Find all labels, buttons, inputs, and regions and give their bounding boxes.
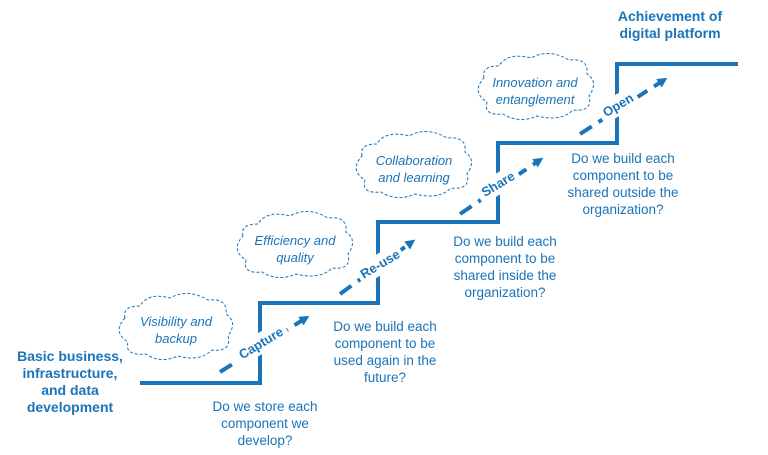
question-share: Do we build each component to be shared …	[430, 233, 580, 301]
cloud-visibility	[118, 293, 233, 360]
cloud-efficiency	[236, 211, 353, 278]
cloud-text-efficiency: Efficiency and quality	[246, 232, 344, 266]
cloud-text-collaboration: Collaboration and learning	[365, 152, 463, 186]
cloud-text-visibility: Visibility and backup	[128, 313, 224, 347]
goal-label-text: Achievement of digital platform	[617, 8, 723, 41]
cloud-label-visibility: Visibility and backup	[139, 314, 213, 346]
cloud-innovation	[477, 53, 594, 120]
question-reuse: Do we build each component to be used ag…	[310, 318, 460, 386]
question-open-text: Do we build each component to be shared …	[567, 151, 679, 217]
question-open: Do we build each component to be shared …	[548, 150, 698, 218]
cloud-text-innovation: Innovation and entanglement	[482, 74, 588, 108]
start-label-text: Basic business, infrastructure, and data…	[17, 348, 123, 415]
question-capture-text: Do we store each component we develop?	[212, 399, 318, 448]
cloud-label-efficiency: Efficiency and quality	[254, 233, 336, 265]
question-capture: Do we store each component we develop?	[190, 398, 340, 449]
cloud-label-collaboration: Collaboration and learning	[375, 153, 453, 185]
goal-label: Achievement of digital platform	[600, 8, 740, 42]
cloud-label-innovation: Innovation and entanglement	[492, 75, 578, 107]
question-reuse-text: Do we build each component to be used ag…	[333, 319, 437, 385]
cloud-collaboration	[355, 131, 472, 198]
start-label: Basic business, infrastructure, and data…	[14, 348, 126, 416]
question-share-text: Do we build each component to be shared …	[453, 234, 557, 300]
